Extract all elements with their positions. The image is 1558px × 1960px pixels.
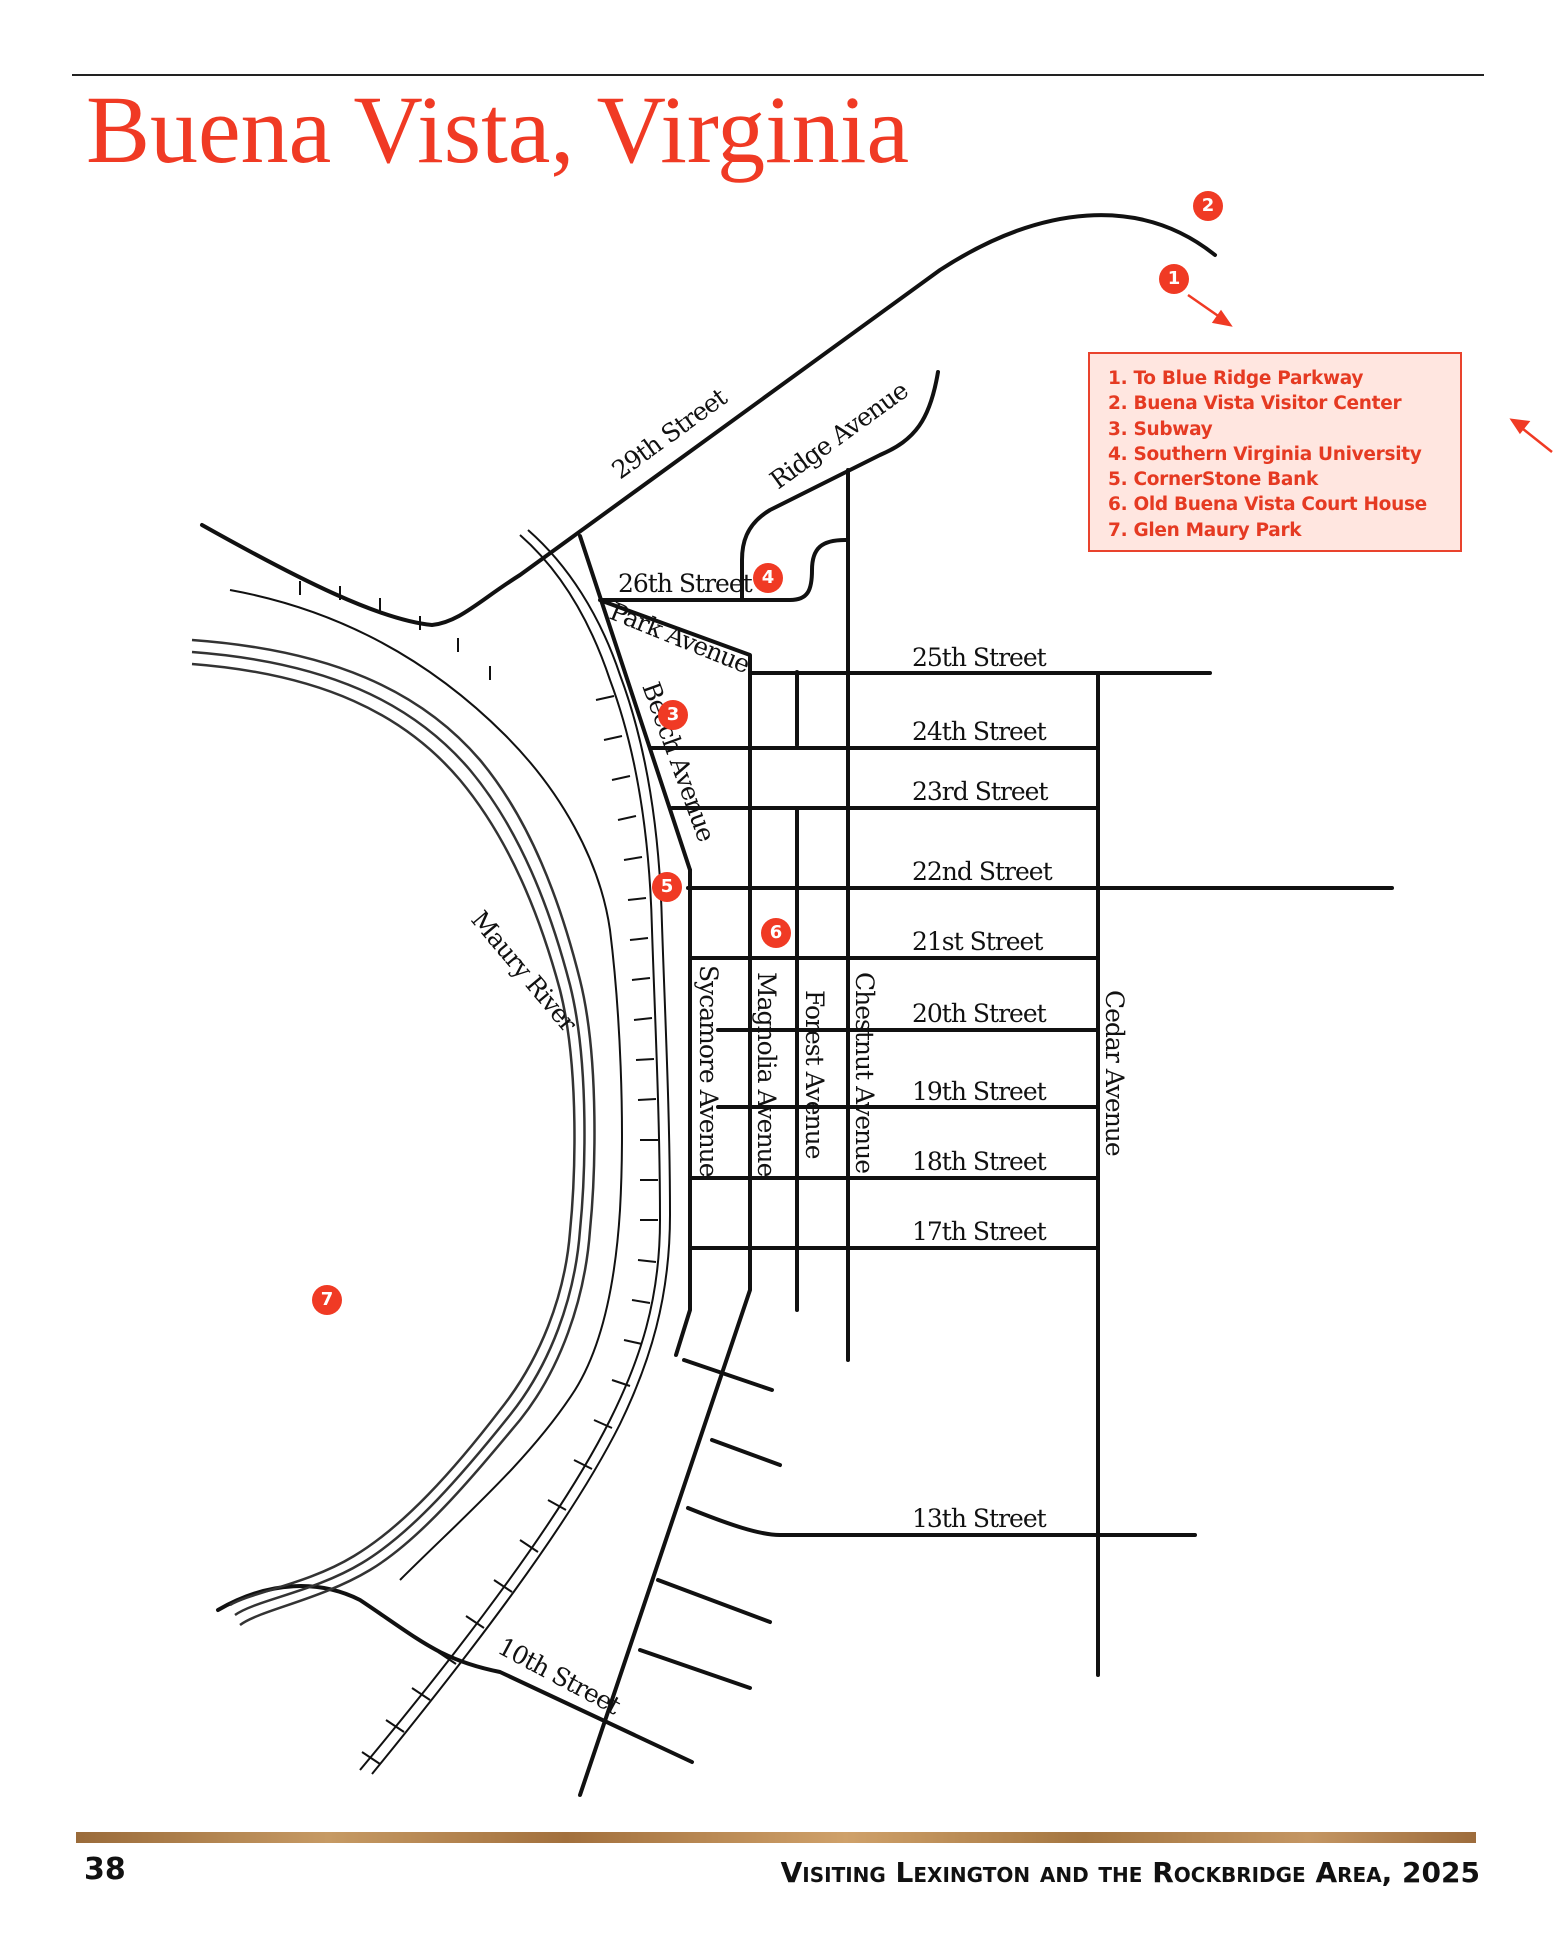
label-park-avenue: Park Avenue [606,597,754,679]
marker-subway[interactable]: 3 [658,700,688,730]
label-13th-street: 13th Street [912,1504,1047,1533]
legend-item: 2. Buena Vista Visitor Center [1108,393,1402,415]
marker-blue-ridge-parkway[interactable]: 1 [1159,264,1189,294]
page-number: 38 [84,1852,126,1887]
label-magnolia-avenue: Magnolia Avenue [752,972,781,1177]
road-magnolia-avenue [578,668,752,1797]
arrow-offpage [1517,424,1553,453]
page-title: Buena Vista, Virginia [86,76,910,183]
marker-glen-maury-park[interactable]: 7 [312,1285,342,1315]
label-23rd-street: 23rd Street [912,777,1048,806]
label-26th-street: 26th Street [618,569,753,598]
marker-southern-virginia-university[interactable]: 4 [753,563,783,593]
railroad-ties [299,581,658,1765]
legend-item: 7. Glen Maury Park [1108,519,1302,541]
road-13th-street [686,1506,1197,1537]
legend-item: 6. Old Buena Vista Court House [1108,494,1427,516]
footer-band [76,1832,1476,1843]
road-26th-street [598,538,850,602]
marker-cornerstone-bank[interactable]: 5 [652,872,682,902]
label-19th-street: 19th Street [912,1077,1047,1106]
legend-box: 1. To Blue Ridge Parkway 2. Buena Vista … [1088,352,1462,552]
label-24th-street: 24th Street [912,717,1047,746]
road-29th-street [200,213,1217,627]
road-lower-1 [682,1358,774,1392]
label-cedar-avenue: Cedar Avenue [1100,990,1129,1156]
road-beech-avenue [578,534,692,872]
road-ridge-avenue [740,370,940,602]
arrow-offpage-head [1509,418,1531,435]
legend-item: 5. CornerStone Bank [1108,469,1318,491]
label-22nd-street: 22nd Street [912,857,1053,886]
marker-court-house[interactable]: 6 [761,918,791,948]
label-21st-street: 21st Street [912,927,1043,956]
arrow-to-parkway-head [1211,309,1233,327]
direction-arrows [1187,293,1553,453]
label-20th-street: 20th Street [912,999,1047,1028]
road-park-avenue [603,600,752,672]
legend-item: 4. Southern Virginia University [1108,443,1422,465]
label-chestnut-avenue: Chestnut Avenue [850,972,879,1173]
road-lower-2 [710,1438,782,1467]
label-18th-street: 18th Street [912,1147,1047,1176]
publication-title: Visiting Lexington and the Rockbridge Ar… [780,1856,1480,1889]
legend-item: 3. Subway [1108,418,1213,440]
road-lower-5 [638,1648,752,1690]
label-forest-avenue: Forest Avenue [800,990,829,1159]
label-17th-street: 17th Street [912,1217,1047,1246]
streets [200,213,1394,1797]
legend-item: 1. To Blue Ridge Parkway [1108,368,1364,389]
marker-visitor-center[interactable]: 2 [1193,191,1223,221]
maury-river [191,638,596,1627]
road-lower-4 [656,1578,772,1624]
top-rule [72,74,1484,76]
road-sycamore-avenue [674,868,692,1357]
railroad-main [229,529,672,1775]
label-25th-street: 25th Street [912,643,1047,672]
label-sycamore-avenue: Sycamore Avenue [694,965,723,1177]
legend-list: 1. To Blue Ridge Parkway 2. Buena Vista … [1108,366,1442,543]
